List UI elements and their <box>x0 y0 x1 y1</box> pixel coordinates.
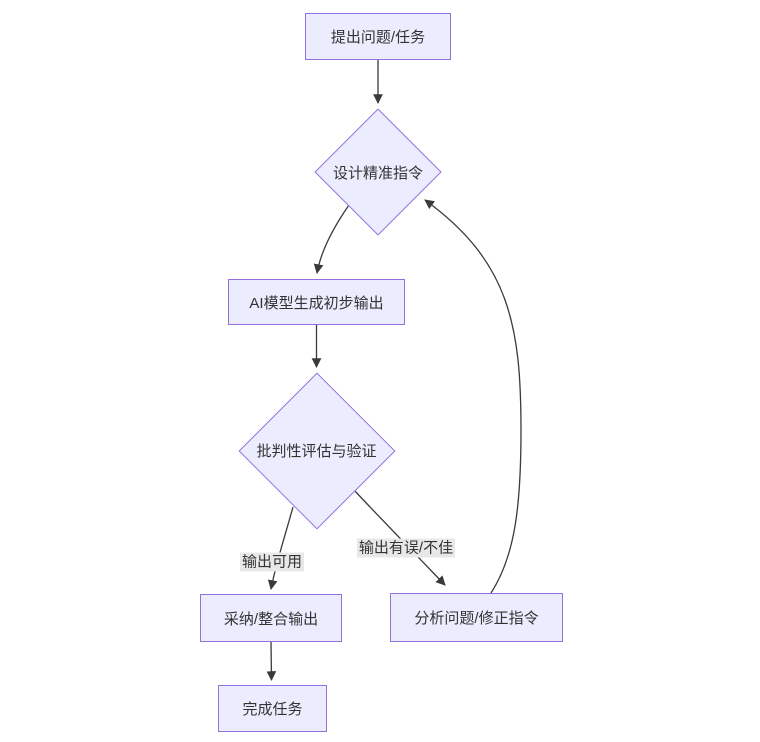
node-evaluate-decision: 批判性评估与验证 <box>238 372 395 529</box>
edge-design-to-generate <box>313 204 350 274</box>
node-generate: AI模型生成初步输出 <box>228 279 405 325</box>
node-done-label: 完成任务 <box>242 701 303 718</box>
node-done: 完成任务 <box>218 685 327 732</box>
node-analyze: 分析问题/修正指令 <box>390 593 563 642</box>
node-design-label: 设计精准指令 <box>332 164 423 182</box>
node-start-label: 提出问题/任务 <box>330 29 426 46</box>
node-adopt-label: 采纳/整合输出 <box>223 610 319 628</box>
node-design-decision: 设计精准指令 <box>314 108 442 236</box>
node-analyze-label: 分析问题/修正指令 <box>414 610 539 627</box>
edge-adopt-to-done <box>266 641 277 681</box>
node-adopt: 采纳/整合输出 <box>200 594 342 642</box>
node-generate-label: AI模型生成初步输出 <box>249 294 384 312</box>
edge-evaluate-to-adopt <box>267 506 294 590</box>
edge-label-usable: 输出可用 <box>239 552 305 572</box>
node-start: 提出问题/任务 <box>305 13 451 60</box>
node-evaluate-label: 批判性评估与验证 <box>256 443 377 460</box>
edge-analyze-to-design <box>424 199 522 594</box>
edge-label-faulty: 输出有误/不佳 <box>356 538 456 558</box>
